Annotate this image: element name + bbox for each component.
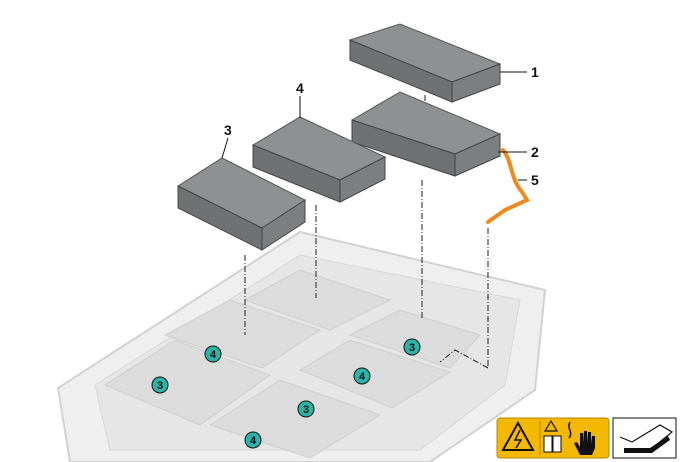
wear-gloves-icon <box>568 421 595 455</box>
high-voltage-warning-icon <box>501 420 535 451</box>
battery-module-2[interactable] <box>350 91 502 177</box>
tray-marker: 3 <box>157 380 163 392</box>
callout-leaders <box>221 71 527 181</box>
tray-marker: 4 <box>250 435 257 447</box>
battery-module-3[interactable] <box>176 157 306 251</box>
tray-marker: 4 <box>210 349 217 361</box>
tray-marker: 4 <box>359 371 366 383</box>
battery-module-4[interactable] <box>251 116 387 203</box>
tray-markers: 4 3 3 4 3 4 <box>151 338 421 449</box>
tray-marker: 3 <box>409 342 415 354</box>
battery-module-1[interactable] <box>348 23 502 103</box>
warning-icon-panel <box>496 417 610 459</box>
tray-marker: 3 <box>303 404 309 416</box>
special-tool-icon <box>612 417 677 459</box>
callout-1: 1 <box>531 64 539 80</box>
callout-2: 2 <box>531 144 539 160</box>
callout-4: 4 <box>296 80 304 96</box>
callout-3: 3 <box>224 122 232 138</box>
cable-harness[interactable] <box>486 148 530 224</box>
battery-tray <box>56 230 547 462</box>
callout-5: 5 <box>531 172 539 188</box>
read-manual-icon <box>543 419 562 453</box>
